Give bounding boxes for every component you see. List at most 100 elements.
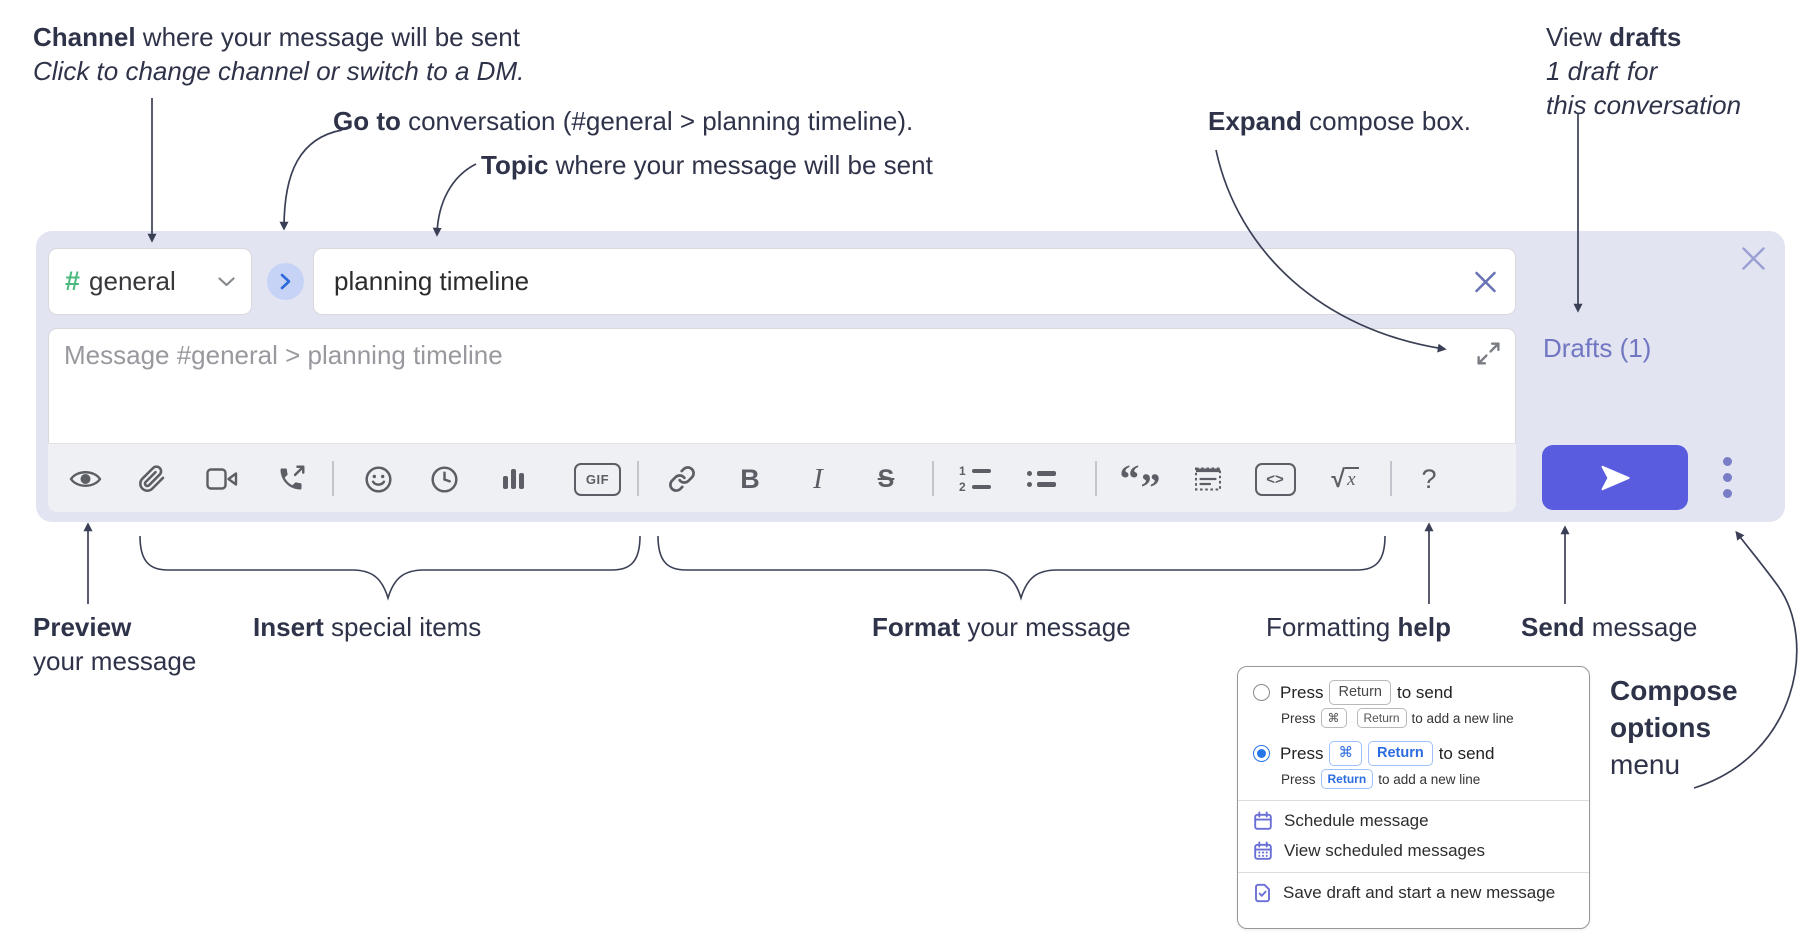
math-sqrt-icon: √ x	[1331, 466, 1359, 492]
attach-file-button[interactable]	[130, 457, 174, 501]
close-icon	[1742, 247, 1765, 270]
link-icon	[669, 466, 695, 492]
brace-insert	[139, 535, 641, 601]
connector-topic	[432, 163, 477, 237]
kbd-cmd: ⌘	[1320, 708, 1347, 728]
insert-link-button[interactable]	[660, 457, 704, 501]
add-voice-call-button[interactable]	[269, 457, 313, 501]
toolbar-divider	[637, 461, 639, 496]
send-icon	[1601, 465, 1630, 490]
kebab-dot	[1722, 489, 1732, 498]
file-check-icon	[1255, 883, 1270, 903]
annotation-compose-options: Compose options menu	[1610, 675, 1738, 780]
menu-divider	[1238, 872, 1589, 873]
annotation-insert: Insert special items	[253, 612, 482, 642]
channel-selector[interactable]: # general	[48, 248, 252, 315]
menu-divider	[1238, 800, 1589, 801]
add-emoji-button[interactable]	[356, 457, 400, 501]
math-button[interactable]: √ x	[1323, 457, 1367, 501]
strikethrough-button[interactable]: S	[864, 457, 908, 501]
menu-option-cmd-return-to-send[interactable]: Press ⌘ Return to send	[1253, 741, 1574, 766]
poll-bar-chart-icon	[502, 469, 524, 489]
topic-value: planning timeline	[334, 266, 530, 296]
radio-unselected[interactable]	[1253, 684, 1270, 701]
spoiler-button[interactable]	[1186, 457, 1230, 501]
numbered-list-icon: 1 2	[959, 465, 991, 493]
radio-selected[interactable]	[1253, 745, 1270, 762]
annotation-channel-sub: Click to change channel or switch to a D…	[33, 56, 525, 86]
close-compose-button[interactable]	[1740, 245, 1767, 272]
quote-icon: “ ”	[1119, 456, 1161, 510]
formatting-help-button[interactable]: ?	[1407, 457, 1451, 501]
preview-button[interactable]	[63, 457, 107, 501]
add-global-time-button[interactable]	[422, 457, 466, 501]
chevron-down-icon	[218, 276, 235, 286]
toolbar-divider	[332, 461, 334, 496]
bulleted-list-icon	[1026, 471, 1056, 487]
kbd-return: Return	[1356, 708, 1407, 728]
clear-topic-button[interactable]	[1474, 270, 1497, 293]
toolbar-divider	[1095, 461, 1097, 496]
compose-options-menu-button[interactable]	[1708, 445, 1746, 510]
annotation-channel-rest: where your message will be sent	[135, 22, 520, 52]
menu-option-cmd-return-subtext: Press Return to add a new line	[1281, 769, 1574, 789]
annotation-expand: Expand compose box.	[1208, 106, 1472, 136]
annotation-channel-bold: Channel	[33, 22, 136, 52]
annotation-send: Send message	[1521, 612, 1698, 642]
phone-outgoing-icon	[280, 465, 305, 490]
expand-icon	[1477, 342, 1500, 365]
quote-button[interactable]: “ ”	[1118, 456, 1162, 510]
bold-icon: B	[740, 463, 760, 494]
message-placeholder: Message #general > planning timeline	[64, 340, 503, 370]
go-to-conversation-button[interactable]	[267, 263, 304, 300]
kbd-cmd: ⌘	[1329, 741, 1362, 766]
kebab-dot	[1722, 473, 1732, 482]
drafts-link[interactable]: Drafts (1)	[1543, 333, 1652, 363]
kbd-return: Return	[1329, 680, 1391, 705]
calendar-dots-icon	[1254, 841, 1272, 860]
video-camera-icon	[206, 468, 238, 490]
menu-item-save-draft-new-message[interactable]: Save draft and start a new message	[1253, 883, 1574, 903]
menu-item-view-scheduled-messages[interactable]: View scheduled messages	[1253, 841, 1574, 861]
numbered-list-button[interactable]: 1 2	[953, 457, 997, 501]
add-gif-button[interactable]: GIF	[574, 457, 621, 501]
smiley-icon	[364, 465, 392, 493]
connector-goto	[279, 129, 343, 231]
expand-compose-button[interactable]	[1475, 340, 1502, 367]
calendar-icon	[1254, 811, 1272, 830]
channel-hash-icon: #	[65, 266, 81, 296]
compose-options-menu: Press Return to send Press ⌘ Return to a…	[1237, 666, 1590, 929]
send-button[interactable]	[1542, 445, 1688, 510]
annotation-format: Format your message	[872, 612, 1131, 642]
kbd-return: Return	[1367, 741, 1433, 766]
chevron-right-icon	[280, 273, 291, 290]
annotation-goto: Go to conversation (#general > planning …	[333, 106, 914, 136]
topic-input[interactable]: planning timeline	[313, 248, 1516, 315]
eye-icon	[69, 471, 101, 487]
bold-button[interactable]: B	[728, 457, 772, 501]
question-mark-icon: ?	[1421, 463, 1437, 494]
menu-option-return-to-send[interactable]: Press Return to send	[1253, 680, 1574, 705]
code-button[interactable]: <>	[1253, 457, 1297, 501]
add-poll-button[interactable]	[491, 457, 535, 501]
annotation-topic: Topic where your message will be sent	[481, 150, 933, 180]
kbd-return: Return	[1320, 769, 1374, 789]
annotation-preview: Preview your message	[33, 612, 197, 676]
annotation-view-drafts: View drafts 1 draft for this conversatio…	[1546, 22, 1742, 120]
paperclip-icon	[139, 465, 165, 492]
brace-format	[657, 535, 1386, 601]
close-icon	[1475, 271, 1496, 292]
bulleted-list-button[interactable]	[1019, 457, 1063, 501]
italic-icon: I	[813, 462, 823, 495]
annotation-formatting-help: Formatting help	[1266, 612, 1451, 642]
add-video-call-button[interactable]	[200, 457, 244, 501]
kebab-dot	[1722, 457, 1732, 466]
gif-icon: GIF	[574, 462, 621, 496]
italic-button[interactable]: I	[796, 457, 840, 501]
channel-name: general	[89, 266, 176, 296]
menu-item-schedule-message[interactable]: Schedule message	[1253, 811, 1574, 831]
spoiler-icon	[1195, 467, 1221, 491]
strikethrough-icon: S	[877, 464, 895, 493]
toolbar-divider	[932, 461, 934, 496]
